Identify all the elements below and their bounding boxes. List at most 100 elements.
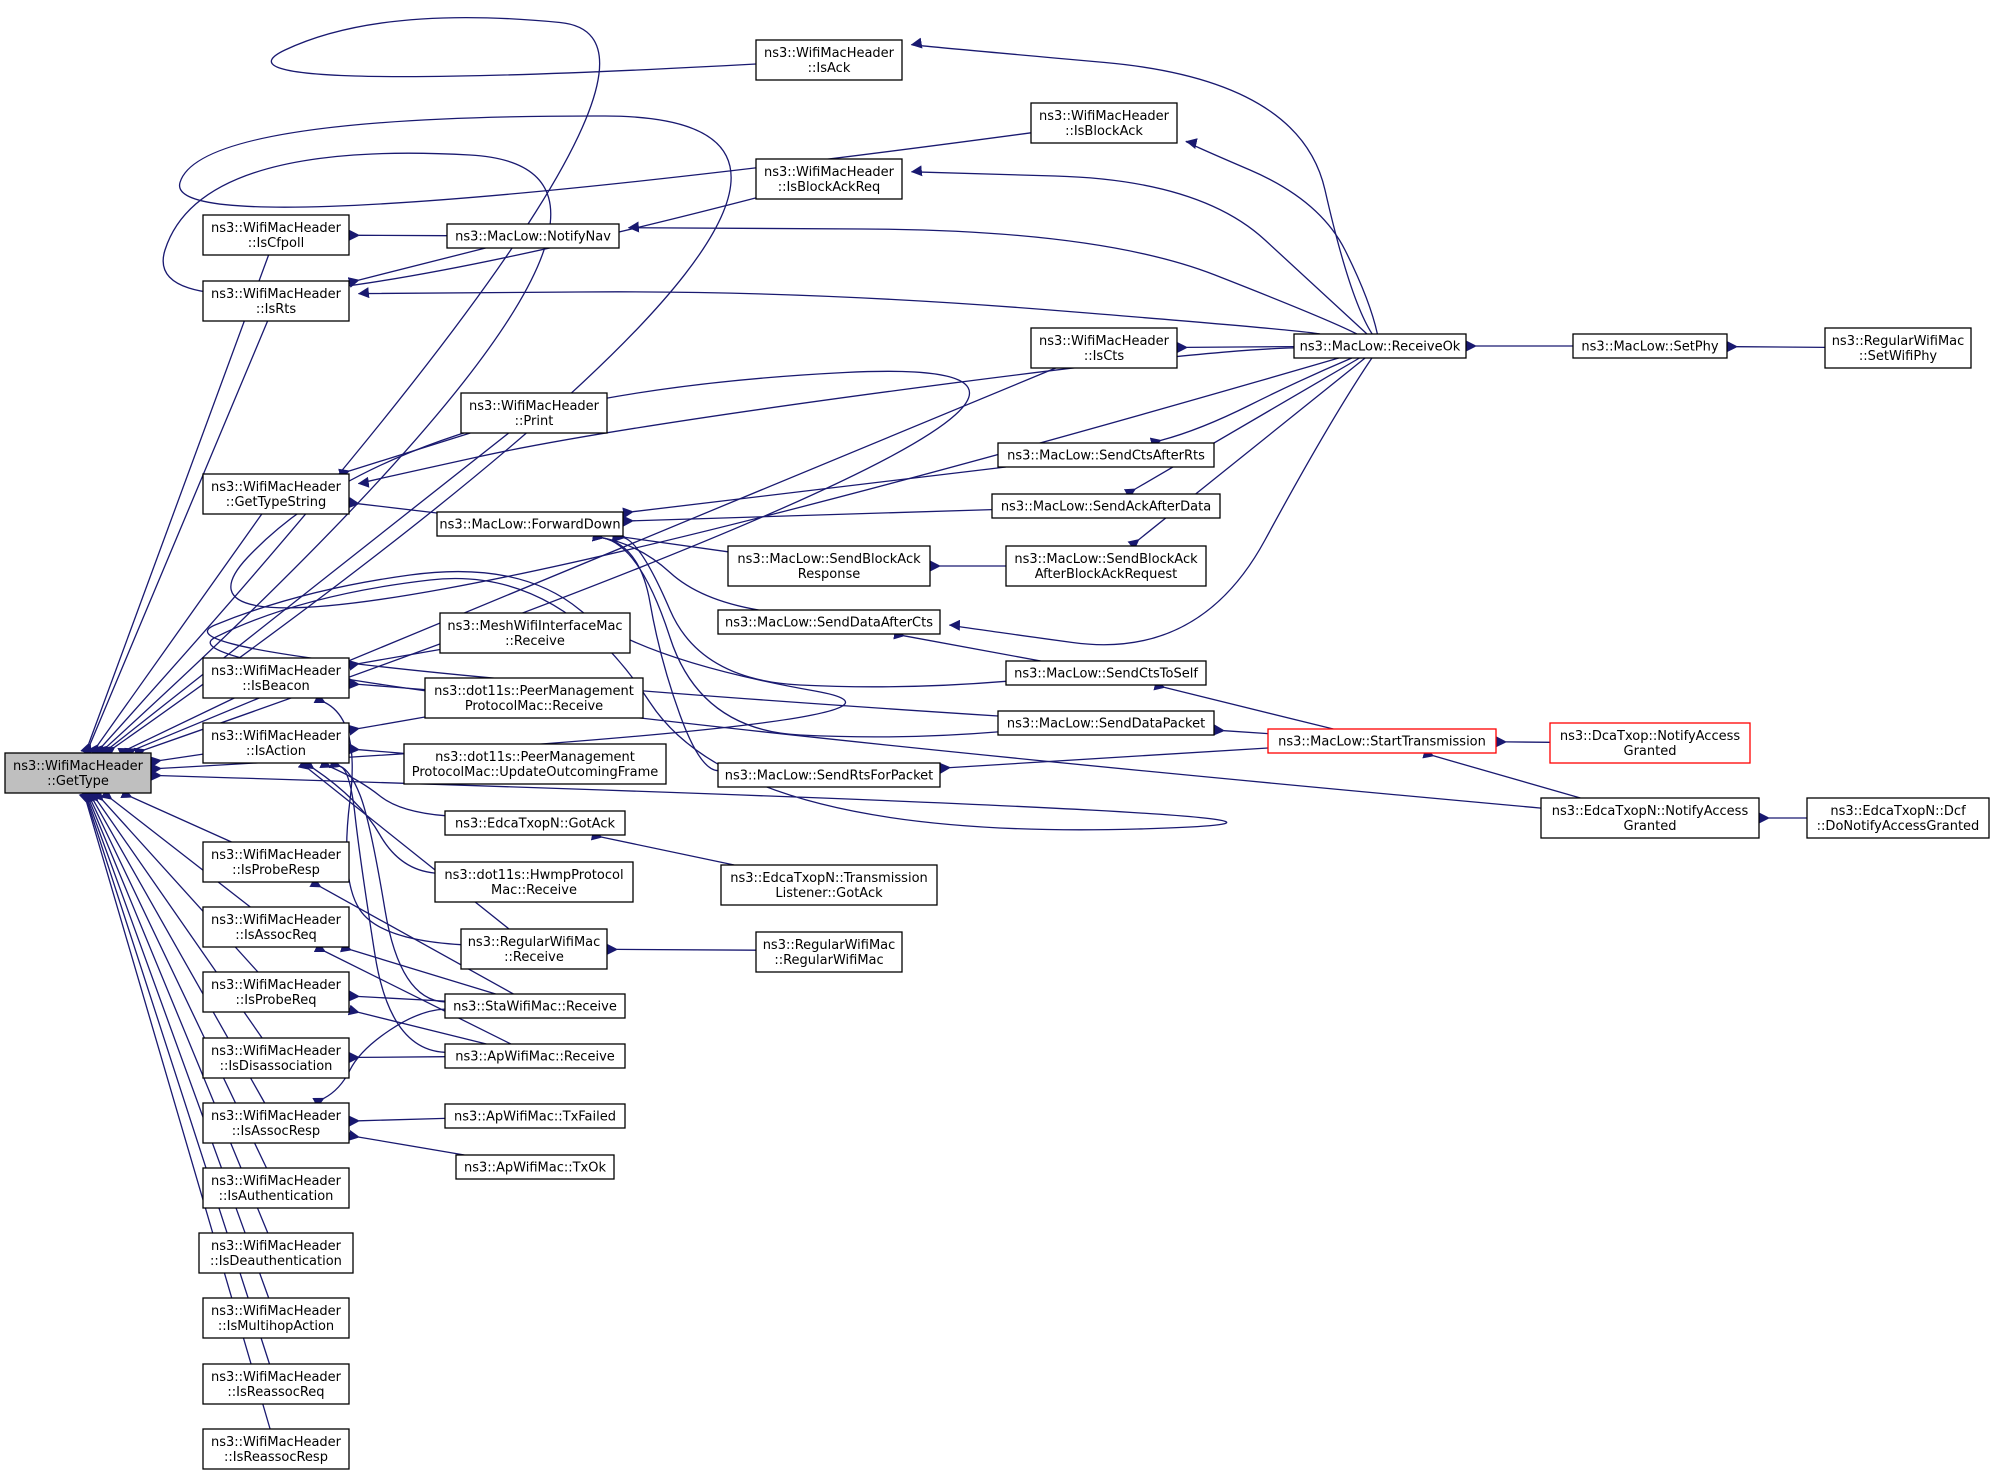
node-box[interactable]: [1005, 545, 1207, 587]
node-box[interactable]: [1293, 333, 1467, 359]
node-box[interactable]: [717, 762, 941, 788]
node-box[interactable]: [202, 473, 350, 515]
node-box[interactable]: [460, 392, 608, 434]
node-box[interactable]: [202, 280, 350, 322]
node-box[interactable]: [202, 1037, 350, 1079]
node-sendctsafterrts[interactable]: ns3::MacLow::SendCtsAfterRts: [997, 442, 1215, 468]
node-box[interactable]: [1549, 722, 1751, 764]
node-box[interactable]: [1267, 728, 1497, 754]
node-peerreceive[interactable]: ns3::dot11s::PeerManagementProtocolMac::…: [424, 677, 644, 719]
node-sendrtsforpacket[interactable]: ns3::MacLow::SendRtsForPacket: [717, 762, 941, 788]
node-box[interactable]: [202, 1102, 350, 1144]
node-regularreceive[interactable]: ns3::RegularWifiMac::Receive: [460, 928, 608, 970]
node-isack[interactable]: ns3::WifiMacHeader::IsAck: [755, 39, 903, 81]
node-edcanotify[interactable]: ns3::EdcaTxopN::NotifyAccessGranted: [1540, 797, 1760, 839]
node-iscts[interactable]: ns3::WifiMacHeader::IsCts: [1030, 327, 1178, 369]
node-box[interactable]: [202, 1297, 350, 1339]
node-isauthentication[interactable]: ns3::WifiMacHeader::IsAuthentication: [202, 1167, 350, 1209]
node-box[interactable]: [455, 1154, 615, 1180]
node-isreassocreq[interactable]: ns3::WifiMacHeader::IsReassocReq: [202, 1363, 350, 1405]
node-box[interactable]: [1824, 327, 1972, 369]
node-isassocresp[interactable]: ns3::WifiMacHeader::IsAssocResp: [202, 1102, 350, 1144]
node-box[interactable]: [727, 545, 931, 587]
node-meshreceive[interactable]: ns3::MeshWifiInterfaceMac::Receive: [439, 612, 631, 654]
node-sendblockackafter[interactable]: ns3::MacLow::SendBlockAckAfterBlockAckRe…: [1005, 545, 1207, 587]
node-setphy[interactable]: ns3::MacLow::SetPhy: [1572, 333, 1728, 359]
node-gettypestring[interactable]: ns3::WifiMacHeader::GetTypeString: [202, 473, 350, 515]
node-stareceive[interactable]: ns3::StaWifiMac::Receive: [444, 993, 626, 1019]
node-box[interactable]: [444, 810, 626, 836]
node-box[interactable]: [755, 158, 903, 200]
node-isprobereq[interactable]: ns3::WifiMacHeader::IsProbeReq: [202, 971, 350, 1013]
node-gettype[interactable]: ns3::WifiMacHeader::GetType: [4, 752, 152, 794]
node-apreceive[interactable]: ns3::ApWifiMac::Receive: [444, 1043, 626, 1069]
node-sendackafterdata[interactable]: ns3::MacLow::SendAckAfterData: [991, 493, 1221, 519]
node-txok[interactable]: ns3::ApWifiMac::TxOk: [455, 1154, 615, 1180]
node-box[interactable]: [720, 864, 938, 906]
node-print[interactable]: ns3::WifiMacHeader::Print: [460, 392, 608, 434]
node-isassocreq[interactable]: ns3::WifiMacHeader::IsAssocReq: [202, 906, 350, 948]
node-ismultihopaction[interactable]: ns3::WifiMacHeader::IsMultihopAction: [202, 1297, 350, 1339]
node-box[interactable]: [424, 677, 644, 719]
node-dcfnotify[interactable]: ns3::EdcaTxopN::Dcf::DoNotifyAccessGrant…: [1806, 797, 1990, 839]
node-isrts[interactable]: ns3::WifiMacHeader::IsRts: [202, 280, 350, 322]
node-regularctor[interactable]: ns3::RegularWifiMac::RegularWifiMac: [755, 931, 903, 973]
node-isdeauthentication[interactable]: ns3::WifiMacHeader::IsDeauthentication: [198, 1232, 354, 1274]
node-receiveok[interactable]: ns3::MacLow::ReceiveOk: [1293, 333, 1467, 359]
node-box[interactable]: [202, 971, 350, 1013]
node-box[interactable]: [1030, 102, 1178, 144]
node-box[interactable]: [460, 928, 608, 970]
node-box[interactable]: [198, 1232, 354, 1274]
node-dcanotify[interactable]: ns3::DcaTxop::NotifyAccessGranted: [1549, 722, 1751, 764]
node-box[interactable]: [202, 1167, 350, 1209]
node-isaction[interactable]: ns3::WifiMacHeader::IsAction: [202, 722, 350, 764]
node-isproberesp[interactable]: ns3::WifiMacHeader::IsProbeResp: [202, 841, 350, 883]
node-isreassocresp[interactable]: ns3::WifiMacHeader::IsReassocResp: [202, 1428, 350, 1470]
node-isblockackreq[interactable]: ns3::WifiMacHeader::IsBlockAckReq: [755, 158, 903, 200]
node-forwarddown[interactable]: ns3::MacLow::ForwardDown: [436, 511, 624, 537]
node-box[interactable]: [436, 511, 624, 537]
node-box[interactable]: [1030, 327, 1178, 369]
node-setwifiphy[interactable]: ns3::RegularWifiMac::SetWifiPhy: [1824, 327, 1972, 369]
node-box[interactable]: [439, 612, 631, 654]
node-isblockack[interactable]: ns3::WifiMacHeader::IsBlockAck: [1030, 102, 1178, 144]
node-box[interactable]: [202, 906, 350, 948]
node-isbeacon[interactable]: ns3::WifiMacHeader::IsBeacon: [202, 657, 350, 699]
node-box[interactable]: [991, 493, 1221, 519]
node-senddataafterctsnode[interactable]: ns3::MacLow::SendDataAfterCts: [717, 609, 941, 635]
node-box[interactable]: [444, 993, 626, 1019]
node-starttransmission[interactable]: ns3::MacLow::StartTransmission: [1267, 728, 1497, 754]
node-box[interactable]: [755, 931, 903, 973]
node-box[interactable]: [403, 743, 667, 785]
node-gotack[interactable]: ns3::EdcaTxopN::GotAck: [444, 810, 626, 836]
node-box[interactable]: [434, 861, 634, 903]
node-txfailed[interactable]: ns3::ApWifiMac::TxFailed: [444, 1103, 626, 1129]
node-peerupdate[interactable]: ns3::dot11s::PeerManagementProtocolMac::…: [403, 743, 667, 785]
node-box[interactable]: [202, 841, 350, 883]
node-box[interactable]: [717, 609, 941, 635]
node-box[interactable]: [997, 710, 1215, 736]
node-box[interactable]: [1806, 797, 1990, 839]
node-notifynav[interactable]: ns3::MacLow::NotifyNav: [446, 223, 620, 249]
node-box[interactable]: [446, 223, 620, 249]
node-sendctstoself[interactable]: ns3::MacLow::SendCtsToSelf: [1005, 660, 1207, 686]
node-box[interactable]: [1540, 797, 1760, 839]
node-box[interactable]: [202, 214, 350, 256]
node-box[interactable]: [997, 442, 1215, 468]
node-box[interactable]: [444, 1103, 626, 1129]
node-translistener[interactable]: ns3::EdcaTxopN::TransmissionListener::Go…: [720, 864, 938, 906]
node-isdisassociation[interactable]: ns3::WifiMacHeader::IsDisassociation: [202, 1037, 350, 1079]
node-box[interactable]: [202, 1363, 350, 1405]
node-box[interactable]: [202, 1428, 350, 1470]
node-box[interactable]: [4, 752, 152, 794]
node-box[interactable]: [202, 657, 350, 699]
node-senddatapacket[interactable]: ns3::MacLow::SendDataPacket: [997, 710, 1215, 736]
node-box[interactable]: [755, 39, 903, 81]
node-iscfpoll[interactable]: ns3::WifiMacHeader::IsCfpoll: [202, 214, 350, 256]
node-box[interactable]: [1572, 333, 1728, 359]
node-box[interactable]: [1005, 660, 1207, 686]
node-box[interactable]: [444, 1043, 626, 1069]
node-box[interactable]: [202, 722, 350, 764]
